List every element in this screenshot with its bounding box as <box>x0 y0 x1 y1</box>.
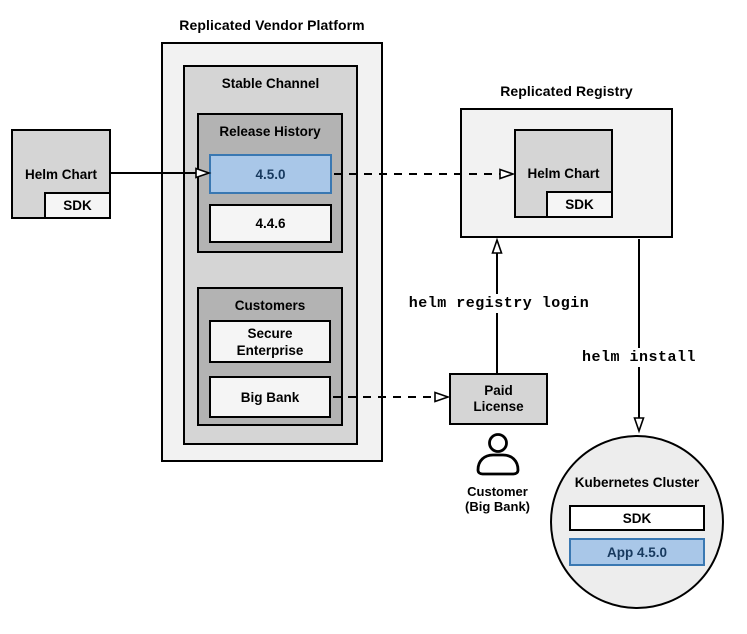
release-450-label: 4.5.0 <box>255 166 286 182</box>
customer-caption-line1: Customer <box>467 484 528 499</box>
customer-person-icon <box>476 433 520 476</box>
registry-sdk-box: SDK <box>546 191 613 218</box>
helm-install-command: helm install <box>576 348 702 367</box>
registry-title: Replicated Registry <box>500 83 633 99</box>
paid-license-label: Paid License <box>473 383 524 414</box>
customer-secure-enterprise-label: Secure Enterprise <box>236 325 304 358</box>
source-helm-chart-label: Helm Chart <box>24 166 97 182</box>
customers-label: Customers <box>234 298 306 313</box>
cluster-app-label: App 4.5.0 <box>606 544 668 560</box>
vendor-platform-title: Replicated Vendor Platform <box>179 17 365 33</box>
helm-registry-login-command: helm registry login <box>403 294 595 313</box>
registry-helm-chart-label: Helm Chart <box>527 166 600 181</box>
customer-caption-line2: (Big Bank) <box>465 499 530 514</box>
source-sdk-label: SDK <box>63 198 92 213</box>
release-446-label: 4.4.6 <box>255 216 286 231</box>
arrow-registry-to-cluster <box>633 239 645 434</box>
cluster-sdk-label: SDK <box>622 510 652 526</box>
customer-big-bank-label: Big Bank <box>240 389 300 405</box>
cluster-app-box: App 4.5.0 <box>569 538 705 566</box>
customer-caption: Customer (Big Bank) <box>437 484 558 514</box>
source-helm-chart-box: Helm Chart SDK <box>11 129 111 219</box>
release-history-label: Release History <box>219 124 321 139</box>
customer-big-bank-box: Big Bank <box>209 376 331 418</box>
source-sdk-box: SDK <box>44 192 111 219</box>
paid-license-box: Paid License <box>449 373 548 425</box>
kubernetes-cluster-label: Kubernetes Cluster <box>574 475 700 490</box>
registry-sdk-label: SDK <box>565 197 594 212</box>
release-446-box: 4.4.6 <box>209 204 332 243</box>
release-450-box: 4.5.0 <box>209 154 332 194</box>
customer-secure-enterprise-box: Secure Enterprise <box>209 320 331 363</box>
registry-helm-chart-box: Helm Chart SDK <box>514 129 613 218</box>
stable-channel-label: Stable Channel <box>221 76 320 91</box>
cluster-sdk-box: SDK <box>569 505 705 531</box>
